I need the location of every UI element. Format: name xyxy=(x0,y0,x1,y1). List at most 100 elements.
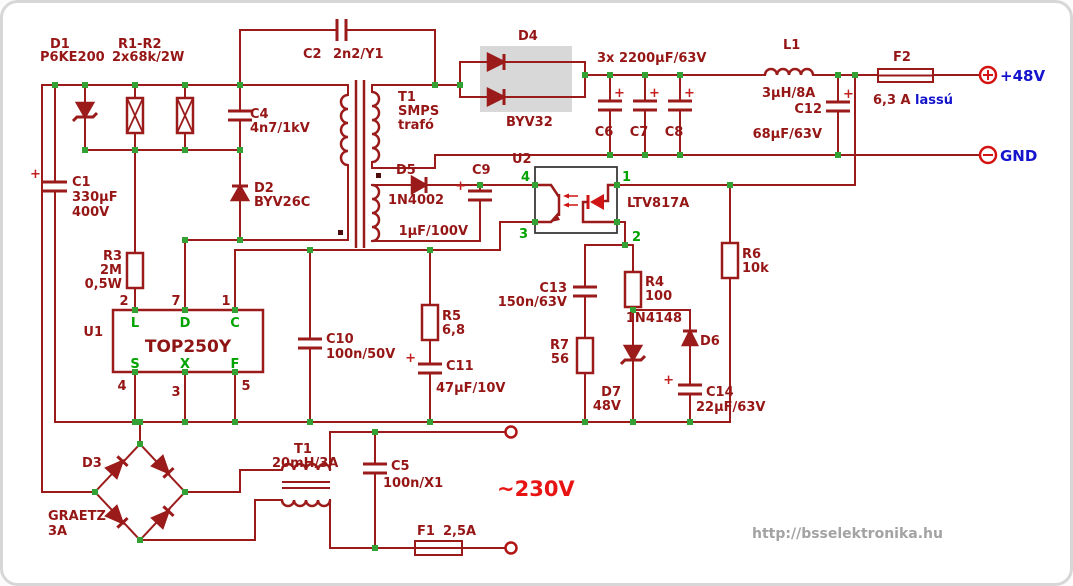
fuse-f2 xyxy=(877,68,934,83)
label-d4: D4 xyxy=(518,29,538,44)
u1-pin3: 3 xyxy=(171,385,180,400)
label-d3-value2: 3A xyxy=(48,524,67,539)
junction-dot xyxy=(132,147,138,153)
u2-pin2: 2 xyxy=(632,230,641,245)
capacitor-c14 xyxy=(678,383,702,396)
junction-dot xyxy=(677,152,683,158)
mains-terminal-icon xyxy=(504,425,518,439)
junction-dot xyxy=(614,219,620,225)
label-c9-value: 1µF/100V xyxy=(399,224,468,239)
label-c2-value: 2n2/Y1 xyxy=(333,47,384,62)
capacitor-c2 xyxy=(335,19,348,41)
label-r6-value: 10k xyxy=(742,261,769,276)
label-c11: C11 xyxy=(446,359,474,374)
junction-dot xyxy=(852,72,858,78)
resistor-r5 xyxy=(420,303,440,342)
capacitor-c4 xyxy=(228,109,252,122)
dual-diode-d4 xyxy=(486,51,507,108)
junction-dot xyxy=(132,369,138,375)
junction-dot xyxy=(607,72,613,78)
u1-pin-c: C xyxy=(230,316,240,331)
junction-dot xyxy=(182,82,188,88)
label-c10-value: 100n/50V xyxy=(326,347,395,362)
junction-dot xyxy=(457,82,463,88)
junction-dot xyxy=(137,441,143,447)
label-d6: D6 xyxy=(700,334,720,349)
junction-dot xyxy=(687,419,693,425)
capacitor-c12 xyxy=(826,100,850,113)
junction-dot xyxy=(372,429,378,435)
capacitor-c11 xyxy=(418,362,442,375)
c14-plus-sign: + xyxy=(663,373,674,388)
wire xyxy=(499,221,536,251)
capacitor-c8 xyxy=(668,99,692,112)
label-f2: F2 xyxy=(893,50,911,65)
primary-winding xyxy=(339,93,349,167)
junction-dot xyxy=(622,242,628,248)
label-c13-value: 150n/63V xyxy=(498,295,567,310)
c1-plus-sign: + xyxy=(30,167,41,182)
led xyxy=(590,194,604,210)
phase-dot xyxy=(338,230,343,235)
resistor-r6 xyxy=(720,241,740,280)
label-c2: C2 xyxy=(303,47,322,62)
junction-dot xyxy=(92,489,98,495)
label-plus48v: +48V xyxy=(1000,67,1045,85)
wire-layer xyxy=(41,29,981,549)
label-r4: R4 xyxy=(645,275,664,290)
label-gnd: GND xyxy=(1000,147,1037,165)
label-mains-voltage: ~230V xyxy=(497,477,575,501)
phase-dot xyxy=(376,173,381,178)
u1-pin1: 1 xyxy=(221,294,230,309)
label-c11-value: 47µF/10V xyxy=(436,381,505,396)
label-d1: D1 xyxy=(50,37,70,52)
c11-plus-sign: + xyxy=(405,351,416,366)
fuse-f1 xyxy=(414,540,463,556)
mains-terminal-icon xyxy=(504,541,518,555)
label-r7-value: 56 xyxy=(551,352,569,367)
capacitor-c6 xyxy=(598,99,622,112)
label-r12-value: 2x68k/2W xyxy=(112,50,184,65)
junction-dot xyxy=(137,419,143,425)
junction-dot xyxy=(182,147,188,153)
label-r4-value: 100 xyxy=(645,289,672,304)
label-r6: R6 xyxy=(742,247,761,262)
label-d6-value: 1N4148 xyxy=(626,311,682,326)
label-d2: D2 xyxy=(254,181,274,196)
label-c6: C6 xyxy=(595,125,614,140)
label-t1: T1 xyxy=(398,90,416,105)
junction-dot xyxy=(237,237,243,243)
ic-top250y-body xyxy=(111,308,265,374)
label-r3-value2: 0,5W xyxy=(85,277,122,292)
junction-dot xyxy=(835,152,841,158)
junction-dot xyxy=(607,152,613,158)
label-c1-value: 330µF xyxy=(72,190,118,205)
wire xyxy=(371,84,461,93)
u1-pin-s: S xyxy=(130,357,139,372)
junction-dot xyxy=(532,219,538,225)
bias-winding xyxy=(371,183,381,243)
label-t1-value2: trafó xyxy=(398,118,434,133)
u2-pin3: 3 xyxy=(519,227,528,242)
label-c9: C9 xyxy=(472,163,491,178)
label-c10: C10 xyxy=(326,332,354,347)
transformer-t1 xyxy=(338,80,381,248)
junction-dot xyxy=(582,72,588,78)
label-c1: C1 xyxy=(72,175,91,190)
label-d3-value: GRAETZ xyxy=(48,509,106,524)
u2-pin1: 1 xyxy=(622,170,631,185)
label-t1b-value: 20mH/3A xyxy=(272,456,338,471)
capacitor-c5 xyxy=(363,462,387,475)
wire xyxy=(184,469,283,493)
junction-dot xyxy=(614,182,620,188)
capacitor-c13 xyxy=(573,285,597,298)
junction-dot xyxy=(52,82,58,88)
label-d5: D5 xyxy=(396,163,416,178)
junction-dot xyxy=(132,307,138,313)
c8-plus-sign: + xyxy=(684,86,695,101)
label-c8: C8 xyxy=(665,125,684,140)
junction-dot xyxy=(477,182,483,188)
label-f1: F1 xyxy=(417,524,435,539)
tvs-diode-d1 xyxy=(71,101,99,123)
junction-dot xyxy=(232,369,238,375)
